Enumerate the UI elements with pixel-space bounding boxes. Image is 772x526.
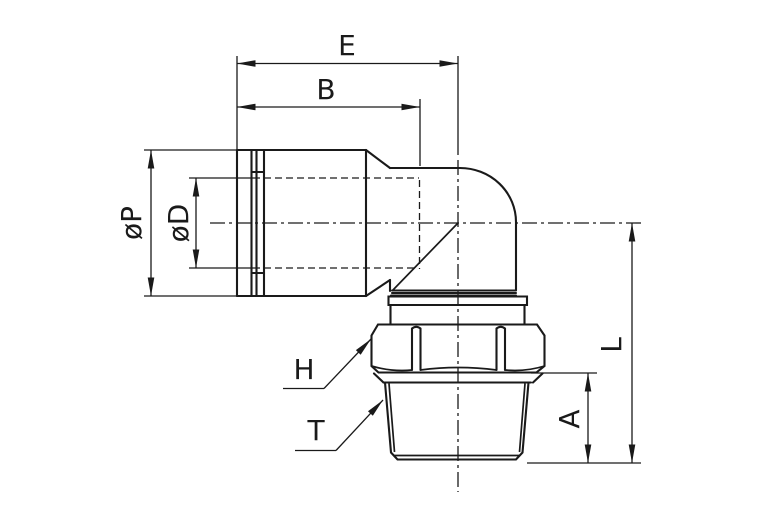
- dimension-labels: E B øP øD H T A L: [115, 29, 628, 447]
- thread-flare-right: [531, 372, 544, 384]
- dim-label-b: B: [316, 73, 335, 106]
- dim-label-h: H: [293, 353, 314, 386]
- thread-crest-right: [518, 383, 526, 453]
- thread-flare-left: [372, 372, 385, 384]
- dim-label-e: E: [338, 29, 356, 62]
- dim-label-a: A: [553, 409, 586, 428]
- hex-nut-outline: [370, 323, 546, 374]
- centerlines: [210, 160, 641, 492]
- collar-flange: [387, 295, 529, 307]
- dim-label-d: øD: [162, 204, 195, 243]
- dim-label-t: T: [306, 414, 325, 447]
- extension-lines: [144, 56, 641, 464]
- elbow-outer-radius: [458, 166, 518, 224]
- hex-corner-right: [495, 325, 507, 372]
- dim-label-p: øP: [115, 206, 148, 240]
- elbow-miter-line: [391, 222, 459, 292]
- thread-crest-left: [388, 383, 396, 453]
- dimension-lines: [147, 60, 636, 463]
- hex-face-chamfers: [371, 365, 545, 372]
- taper-bottom: [364, 278, 392, 298]
- fitting-body-outline: [235, 148, 546, 461]
- leader-h-arrow: [323, 338, 372, 389]
- taper-top: [364, 148, 392, 170]
- hidden-bore-lines: [264, 177, 421, 269]
- dim-label-l: L: [595, 337, 628, 353]
- leader-t-arrow: [335, 399, 384, 451]
- leader-lines: [283, 338, 384, 452]
- thread-outline: [383, 381, 530, 461]
- hex-corner-left: [410, 325, 422, 372]
